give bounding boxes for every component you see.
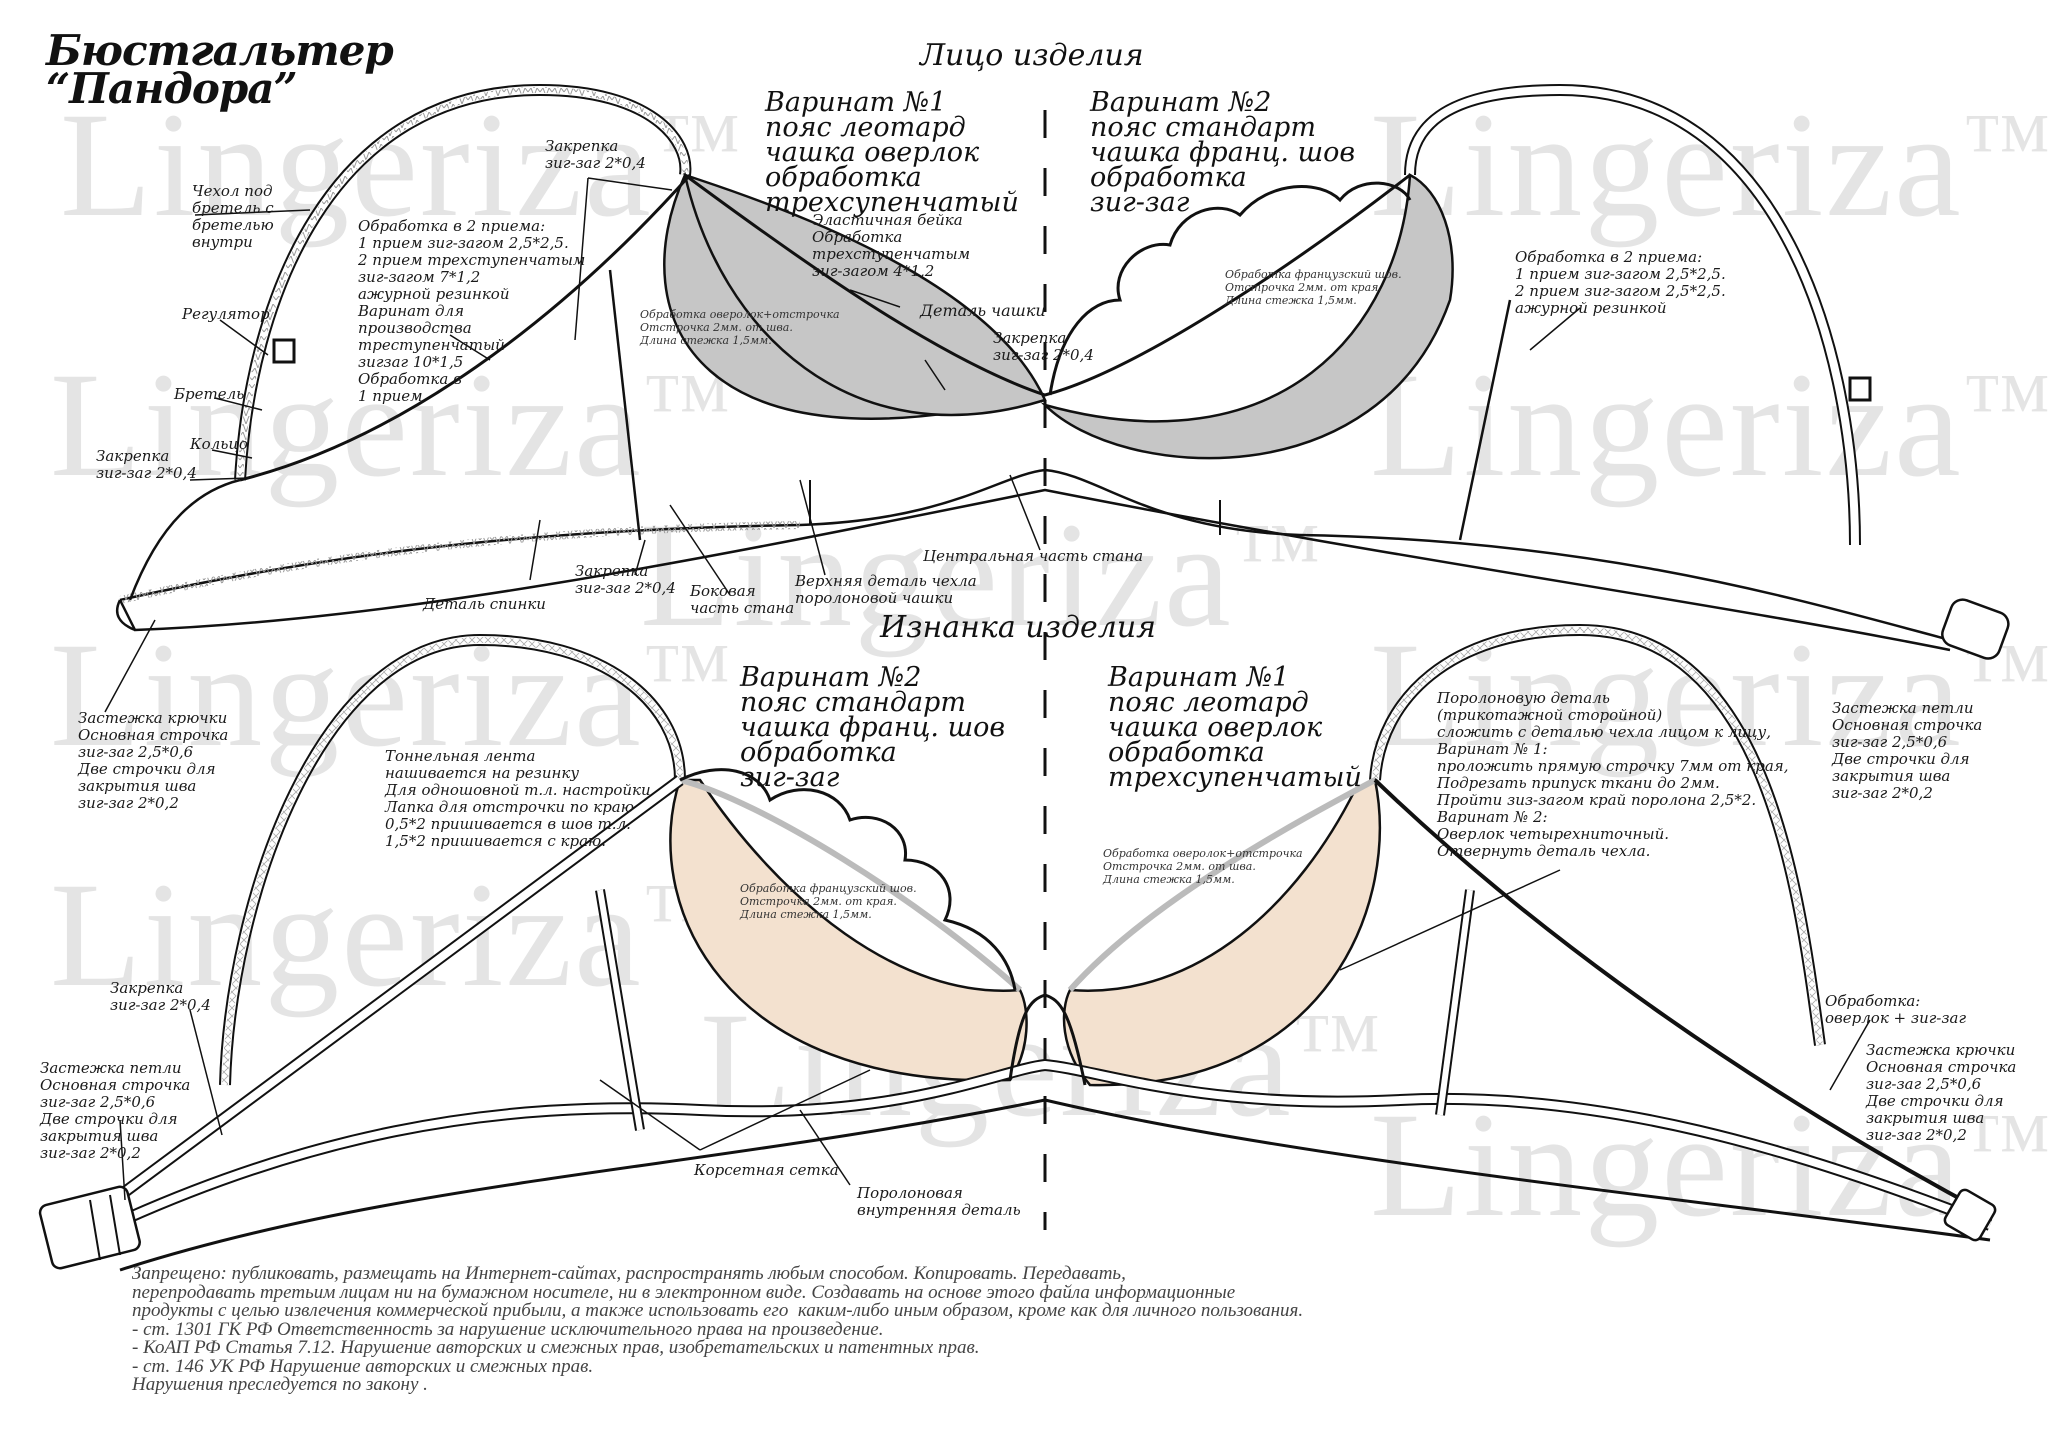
label-loop-clasp-left: Застежка петли Основная строчка зиг-заг …	[40, 1059, 191, 1162]
label-processing-left: Обработка в 2 приема: 1 прием зиг-загом …	[358, 217, 586, 405]
front-variant-1: Варинат №1 пояс леотард чашка оверлок об…	[765, 87, 1019, 218]
label-tunnel-tape: Тоннельная лента нашивается на резинку Д…	[385, 747, 651, 850]
back-left-cup	[669, 778, 1028, 1082]
front-right-strap	[1404, 83, 1861, 546]
label-elastic-binding: Эластичная бейка Обработка трехступенчат…	[812, 211, 971, 280]
label-cup-detail: Деталь чашки	[920, 301, 1046, 320]
label-center-band: Центральная часть стана	[923, 547, 1144, 565]
label-overlock-note-back: Обработка оверолок+отстрочка Отстрочка 2…	[1103, 847, 1303, 886]
label-processing-overlock: Обработка: оверлок + зиг-заг	[1825, 992, 1967, 1027]
label-processing-right: Обработка в 2 приема: 1 прием зиг-загом …	[1515, 248, 1726, 317]
back-variant-1: Варинат №1 пояс леотард чашка оверлок об…	[1108, 662, 1362, 793]
back-hook-clasp	[1943, 1188, 1997, 1242]
label-french-seam-back: Обработка французский шов. Отстрочка 2мм…	[740, 882, 917, 921]
label-loop-clasp-right: Застежка петли Основная строчка зиг-заг …	[1832, 699, 1983, 802]
label-strap: Бретель	[174, 385, 245, 403]
leader-lines	[104, 177, 1871, 1201]
label-ring: Кольцо	[190, 435, 248, 453]
copyright-notice: Запрещено: публиковать, размещать на Инт…	[132, 1263, 1304, 1395]
regulator-slider	[1848, 376, 1872, 402]
back-view	[38, 623, 1997, 1272]
back-view-title: Изнанка изделия	[880, 610, 1157, 645]
front-view-title: Лицо изделия	[920, 38, 1144, 73]
back-variant-2: Варинат №2 пояс стандарт чашка франц. шо…	[740, 662, 1006, 793]
label-strap-cover: Чехол под бретель с бретелью внутри	[192, 182, 274, 251]
back-band	[57, 1058, 1993, 1256]
label-hook-clasp-left: Застежка крючки Основная строчка зиг-заг…	[78, 709, 229, 812]
label-upper-cover: Верхняя деталь чехла поролоновой чашки	[795, 572, 977, 607]
label-corset-mesh: Корсетная сетка	[694, 1161, 839, 1179]
front-right-cup	[1040, 173, 1454, 460]
label-bartack-back-left: Закрепка зиг-заг 2*0,4	[110, 979, 211, 1014]
label-side-band: Боковая часть стана	[690, 582, 795, 617]
front-variant-2: Варинат №2 пояс стандарт чашка франц. шо…	[1090, 87, 1356, 218]
label-hook-clasp-right: Застежка крючки Основная строчка зиг-заг…	[1866, 1041, 2017, 1144]
front-cloud-callout	[1048, 181, 1412, 396]
label-bartack-center: Закрепка зиг-заг 2*0,4	[993, 329, 1094, 364]
back-loop-clasp	[38, 1185, 141, 1270]
document-title: Бюстгальтер “Пандора”	[46, 26, 394, 113]
front-hook-clasp	[1941, 598, 2010, 660]
label-french-seam-front: Обработка французский шов. Отстрочка 2мм…	[1225, 268, 1402, 307]
label-regulator: Регулятор	[182, 305, 270, 323]
back-left-strap	[219, 633, 686, 1086]
label-back-detail: Деталь спинки	[423, 595, 546, 613]
back-cloud-callout	[679, 768, 1017, 991]
regulator-slider	[272, 338, 296, 364]
label-foam-instructions: Поролоновую деталь (трикотажной сторойно…	[1437, 689, 1789, 860]
label-foam-inner: Поролоновая внутренняя деталь	[857, 1184, 1021, 1219]
label-overlock-note-front: Обработка оверолок+отстрочка Отстрочка 2…	[640, 308, 840, 347]
label-bartack-bottom: Закрепка зиг-заг 2*0,4	[575, 562, 676, 597]
label-bartack-top: Закрепка зиг-заг 2*0,4	[545, 137, 646, 172]
back-right-cup	[1062, 778, 1382, 1087]
label-bartack-left: Закрепка зиг-заг 2*0,4	[96, 447, 197, 482]
